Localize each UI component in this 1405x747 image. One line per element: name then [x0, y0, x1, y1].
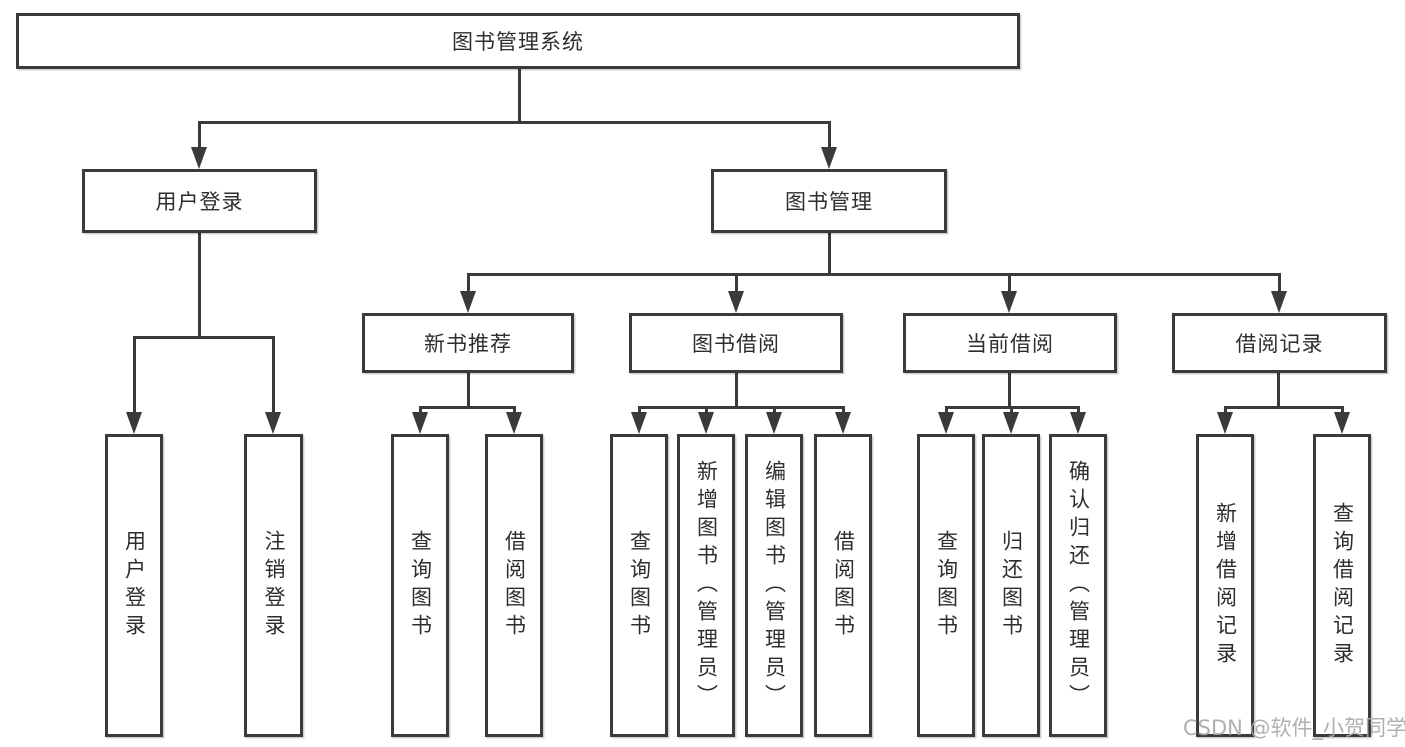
- connector-leaf-drop: [773, 406, 776, 414]
- connector-leaf-drop: [842, 406, 845, 414]
- connector-leaf-drop: [1341, 406, 1344, 414]
- arrowhead: [126, 412, 142, 434]
- arrowhead: [938, 412, 954, 434]
- connector-new-book-stem: [467, 373, 470, 406]
- connector-user-login-stem: [198, 233, 201, 336]
- arrowhead: [506, 412, 522, 434]
- node-current-borrowing: 当前借阅: [903, 313, 1117, 373]
- node-label: 图书管理: [785, 190, 873, 214]
- connector-book-borrowing-rail: [638, 406, 844, 409]
- connector-leaf-drop: [705, 406, 708, 414]
- leaf-query-borrow-record: 查询借阅记录: [1313, 434, 1371, 737]
- connector-level3-drop: [1278, 273, 1281, 293]
- connector-leaf-drop: [1010, 406, 1013, 414]
- connector-leaf-drop: [1077, 406, 1080, 414]
- leaf-borrow-books: 借阅图书: [814, 434, 872, 737]
- leaf-label: 注销登录: [262, 529, 286, 642]
- leaf-label: 查询图书: [934, 529, 959, 642]
- arrowhead: [1003, 412, 1019, 434]
- node-label: 当前借阅: [966, 332, 1054, 356]
- node-book-borrowing: 图书借阅: [629, 313, 843, 373]
- connector-current-borrowing-stem: [1008, 373, 1011, 406]
- leaf-query-books-borrow: 查询图书: [610, 434, 668, 737]
- node-label: 用户登录: [155, 190, 244, 214]
- connector-book-management-drop: [828, 121, 831, 149]
- node-new-book-recommendation: 新书推荐: [362, 313, 574, 373]
- leaf-confirm-return-admin: 确认归还（管理员）: [1049, 434, 1107, 737]
- leaf-label: 用户登录: [122, 529, 147, 642]
- arrowhead: [191, 147, 207, 169]
- connector-level3-drop: [1008, 273, 1011, 293]
- leaf-query-books-recommend: 查询图书: [391, 434, 449, 737]
- arrowhead: [460, 291, 476, 313]
- node-label: 借阅记录: [1235, 332, 1324, 356]
- connector-leaf-drop: [1224, 406, 1227, 414]
- connector-borrowing-records-rail: [1224, 406, 1342, 409]
- leaf-add-books-admin: 新增图书（管理员）: [677, 434, 735, 737]
- leaf-label: 借阅图书: [831, 529, 856, 642]
- leaf-query-books-current: 查询图书: [917, 434, 975, 737]
- node-user-login: 用户登录: [82, 169, 317, 233]
- leaf-return-books: 归还图书: [982, 434, 1040, 737]
- connector-leaf-drop: [272, 336, 275, 413]
- node-book-management: 图书管理: [711, 169, 947, 233]
- leaf-label: 查询图书: [408, 529, 433, 642]
- leaf-logout: 注销登录: [244, 434, 303, 737]
- leaf-label: 借阅图书: [502, 529, 527, 642]
- arrowhead: [1334, 412, 1350, 434]
- connector-leaf-drop: [638, 406, 641, 414]
- connector-leaf-drop: [133, 336, 136, 413]
- connector-level3-drop: [467, 273, 470, 293]
- connector-book-borrowing-stem: [735, 373, 738, 406]
- connector-level2-rail: [198, 121, 830, 124]
- arrowhead: [835, 412, 851, 434]
- connector-leaf-drop: [513, 406, 516, 414]
- csdn-watermark: CSDN @软件_小贺同学: [1183, 716, 1405, 740]
- node-label: 新书推荐: [424, 332, 512, 356]
- leaf-label: 确认归还（管理员）: [1066, 459, 1091, 712]
- arrowhead: [698, 412, 714, 434]
- arrowhead: [728, 291, 744, 313]
- connector-level3-rail: [467, 273, 1280, 276]
- node-label: 图书管理系统: [452, 30, 584, 54]
- node-library-management-system: 图书管理系统: [16, 13, 1020, 69]
- node-borrowing-records: 借阅记录: [1172, 313, 1387, 373]
- leaf-label: 归还图书: [999, 529, 1024, 642]
- arrowhead: [412, 412, 428, 434]
- arrowhead: [821, 147, 837, 169]
- connector-borrowing-records-stem: [1277, 373, 1280, 406]
- connector-user-login-rail: [133, 336, 275, 339]
- arrowhead: [1001, 291, 1017, 313]
- leaf-label: 新增借阅记录: [1213, 501, 1238, 670]
- leaf-label: 新增图书（管理员）: [694, 459, 719, 712]
- connector-level3-drop: [735, 273, 738, 293]
- leaf-borrow-books-recommend: 借阅图书: [485, 434, 543, 737]
- arrowhead: [1070, 412, 1086, 434]
- arrowhead: [631, 412, 647, 434]
- leaf-add-borrow-record: 新增借阅记录: [1196, 434, 1254, 737]
- leaf-label: 查询图书: [627, 529, 652, 642]
- connector-book-management-stem: [828, 233, 831, 273]
- arrowhead: [1271, 291, 1287, 313]
- connector-leaf-drop: [945, 406, 948, 414]
- connector-user-login-drop: [198, 121, 201, 149]
- connector-root-stem: [518, 69, 521, 121]
- connector-leaf-drop: [419, 406, 422, 414]
- leaf-user-login: 用户登录: [105, 434, 163, 737]
- leaf-label: 查询借阅记录: [1330, 501, 1355, 670]
- leaf-label: 编辑图书（管理员）: [762, 459, 787, 712]
- node-label: 图书借阅: [692, 332, 780, 356]
- connector-new-book-rail: [419, 406, 516, 409]
- arrowhead: [766, 412, 782, 434]
- arrowhead: [1217, 412, 1233, 434]
- leaf-edit-books-admin: 编辑图书（管理员）: [745, 434, 803, 737]
- arrowhead: [265, 412, 281, 434]
